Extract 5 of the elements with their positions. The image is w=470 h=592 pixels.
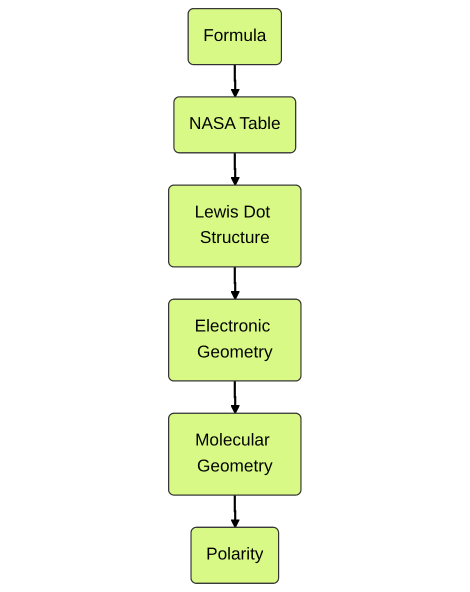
arrow [230, 152, 240, 186]
arrow [230, 494, 240, 528]
arrow [230, 64, 240, 98]
arrow [230, 380, 240, 414]
arrow [230, 266, 240, 300]
